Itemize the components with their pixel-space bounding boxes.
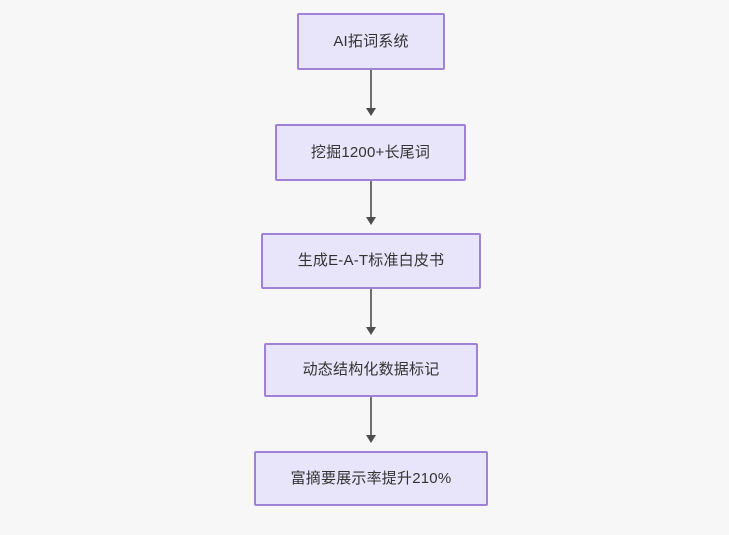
arrowhead-icon <box>366 108 376 116</box>
flow-node-label: 挖掘1200+长尾词 <box>310 143 431 161</box>
edge-line <box>370 70 372 109</box>
flow-node-2[interactable]: 挖掘1200+长尾词 <box>275 124 466 181</box>
flow-node-4[interactable]: 动态结构化数据标记 <box>264 343 478 397</box>
flow-node-label: 动态结构化数据标记 <box>302 361 440 378</box>
arrowhead-icon <box>366 217 376 225</box>
arrowhead-icon <box>366 435 376 443</box>
edge-line <box>370 397 372 436</box>
arrowhead-icon <box>366 327 376 335</box>
flow-node-label: AI拓词系统 <box>333 32 409 50</box>
edge-line <box>370 181 372 218</box>
flow-edge-3 <box>366 289 376 335</box>
flow-node-5[interactable]: 富摘要展示率提升210% <box>254 451 488 506</box>
flow-edge-2 <box>366 181 376 225</box>
flow-edge-1 <box>366 70 376 116</box>
flow-node-1[interactable]: AI拓词系统 <box>297 13 445 70</box>
flow-edge-4 <box>366 397 376 443</box>
flow-node-label: 富摘要展示率提升210% <box>290 469 452 487</box>
flow-node-label: 生成E-A-T标准白皮书 <box>297 252 445 269</box>
flow-node-3[interactable]: 生成E-A-T标准白皮书 <box>261 233 481 289</box>
edge-line <box>370 289 372 328</box>
